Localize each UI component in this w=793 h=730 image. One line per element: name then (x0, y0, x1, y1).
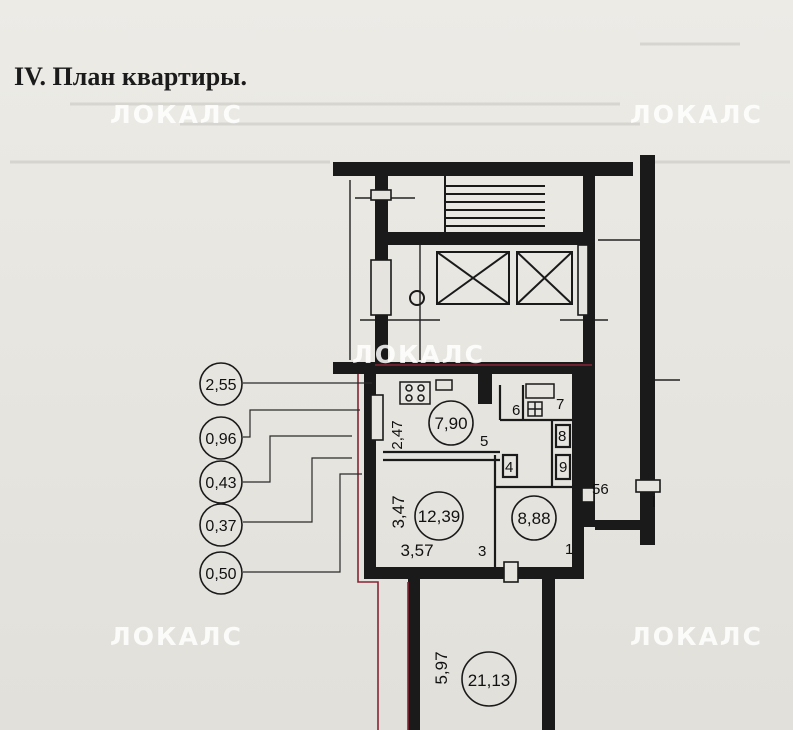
kitchen-area: 7,90 (434, 414, 467, 433)
callout-label: 0,50 (205, 566, 236, 583)
watermark: ЛОКАЛС (110, 622, 243, 651)
loggia-area: 21,13 (468, 671, 511, 690)
living-length: 3,47 (389, 495, 408, 528)
apartment-outline (357, 364, 592, 730)
room-number: 8 (558, 428, 566, 445)
room-number: 3 (478, 543, 486, 560)
kitchen-fixtures (399, 379, 555, 417)
page-title: IV. План квартиры. (14, 62, 247, 91)
kitchen-height: 2,47 (389, 420, 406, 449)
watermark: ЛОКАЛС (630, 622, 763, 651)
callout-leaders (243, 382, 372, 573)
callout-label: 2,55 (205, 377, 236, 394)
room-number: 7 (556, 396, 564, 413)
walls (333, 155, 655, 730)
room-number: 6 (512, 402, 520, 419)
loggia-length: 5,97 (432, 651, 451, 684)
area-circles (414, 400, 557, 707)
callout-label: 0,43 (205, 475, 236, 492)
window-marks (370, 189, 661, 583)
stairs (444, 176, 545, 232)
callout-label: 0,96 (205, 431, 236, 448)
watermark: ЛОКАЛС (352, 340, 485, 369)
callout-circles (199, 362, 243, 595)
watermark: ЛОКАЛС (110, 100, 243, 129)
bleed-text (10, 42, 790, 164)
dimension-56: 56 (592, 481, 609, 498)
living-area: 12,39 (418, 507, 461, 526)
partitions (383, 385, 572, 567)
room-number: 5 (480, 433, 488, 450)
callout-label: 0,37 (205, 518, 236, 535)
watermark: ЛОКАЛС (630, 100, 763, 129)
room-number: 1 (565, 541, 573, 558)
room-number: 9 (559, 459, 567, 476)
side-mark: l (652, 494, 655, 511)
hall-area: 8,88 (517, 509, 550, 528)
elevator-shafts (409, 251, 573, 306)
living-width: 3,57 (400, 541, 433, 560)
room-number: 4 (505, 459, 513, 476)
